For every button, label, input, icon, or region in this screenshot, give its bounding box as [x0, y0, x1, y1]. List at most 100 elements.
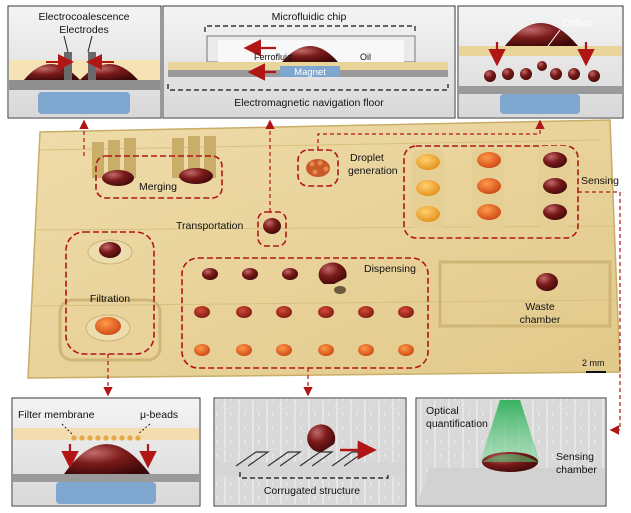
droplet-cluster-dot [317, 160, 323, 166]
filtered-droplet [64, 444, 150, 474]
electrode-right [88, 52, 96, 80]
dispensed-droplet [398, 306, 414, 318]
filter-droplet [99, 242, 121, 258]
dispensed-droplet [194, 306, 210, 318]
beam-cap [482, 454, 538, 462]
optical-panel: Optical quantification Sensing chamber [415, 397, 607, 507]
sensing-label: Sensing [581, 175, 619, 187]
droplet-cluster-dot [312, 169, 318, 175]
beads-pointer [137, 423, 151, 435]
dispensing-ridge [334, 286, 346, 294]
merging-channel [172, 138, 184, 178]
sensing-droplet [477, 204, 501, 220]
sensing-droplet [416, 154, 440, 170]
magnet-block [38, 92, 130, 114]
merging-channel [204, 136, 216, 178]
microbead [127, 435, 133, 441]
transportation-module: Transportation [176, 211, 287, 247]
transportation-label: Transportation [176, 220, 243, 232]
ferrofluid-label: Ferrofluid [254, 52, 292, 62]
sensing-droplet [416, 206, 440, 222]
floor-layer [9, 80, 160, 90]
droplet-gen-label-1: Droplet [350, 152, 384, 164]
microbead [119, 435, 125, 441]
corrugated-panel: Corrugated structure [213, 397, 407, 507]
daughter-droplet [520, 68, 532, 80]
leader-sensing [578, 191, 621, 435]
dispensing-label: Dispensing [364, 263, 416, 275]
orifice-plate [459, 46, 622, 56]
floor-layer [459, 86, 622, 94]
magnet-bar [280, 66, 340, 77]
waste-label-2: chamber [520, 314, 561, 326]
waste-module: Waste chamber [520, 273, 561, 326]
optical-floor [417, 468, 605, 505]
transport-droplet [263, 218, 281, 234]
merging-channel [188, 136, 200, 178]
merging-module: Merging [95, 155, 223, 199]
waste-droplet [536, 273, 558, 291]
dispensed-droplet [358, 306, 374, 318]
filtration-box [65, 231, 155, 355]
daughter-droplet [484, 70, 496, 82]
daughter-droplet [568, 68, 580, 80]
droplet-cluster-dot [309, 161, 315, 167]
droplet-cluster-dot [323, 166, 329, 172]
filter-membrane-layer [13, 428, 199, 440]
sensing-droplet [416, 180, 440, 196]
merging-channel [108, 140, 120, 178]
dispensed-droplet [276, 344, 292, 356]
electrode-pointer [63, 35, 93, 53]
dispensed-droplet [194, 344, 210, 356]
corrugated-droplet [307, 424, 336, 452]
corrugated-base [215, 462, 405, 476]
orifice-pointer [547, 29, 561, 47]
microbead [71, 435, 77, 441]
dispensed-droplet [318, 306, 334, 318]
daughter-droplet [550, 68, 562, 80]
microbead [87, 435, 93, 441]
sensing-droplet [543, 204, 567, 220]
electrode-left [64, 52, 72, 80]
dispensing-module: Dispensing [181, 257, 429, 369]
sensing-droplet [543, 178, 567, 194]
sensing-chamber-label-2: chamber [556, 464, 597, 476]
electrocoalescence-panel: Electrocoalescence Electrodes [7, 5, 162, 119]
microbead [79, 435, 85, 441]
oil-label: Oil [360, 52, 371, 62]
sensing-droplet [543, 152, 567, 168]
dispensed-droplet [358, 344, 374, 356]
microbead [111, 435, 117, 441]
electrodes-label: Electrodes [59, 24, 109, 36]
merging-channel [124, 138, 136, 178]
waste-label-1: Waste [525, 301, 555, 313]
leader-droplet-gen [317, 119, 545, 150]
sensing-chamber-label-1: Sensing [556, 451, 594, 463]
magnet-block [500, 94, 580, 114]
microbead [103, 435, 109, 441]
droplet-gen-label-2: generation [348, 165, 398, 177]
orifice-label: Orifice [562, 17, 592, 29]
daughter-droplet [502, 68, 514, 80]
magnet-block [56, 482, 156, 504]
microbead [95, 435, 101, 441]
microfluidic-panel: Microfluidic chip Ferrofluid Oil Magnet … [162, 5, 456, 119]
dispensed-droplet [282, 268, 298, 280]
chip-channel [438, 260, 612, 328]
scale-bar: 2 mm [582, 358, 606, 373]
magnet-label: Magnet [294, 67, 326, 78]
transportation-box [257, 211, 287, 247]
floor-layer [13, 474, 199, 482]
dispensed-droplet [236, 344, 252, 356]
merging-droplet [102, 170, 134, 186]
dispensed-droplet [398, 344, 414, 356]
filter-panel: Filter membrane μ-beads [11, 397, 201, 507]
beads-label: μ-beads [140, 409, 178, 421]
electrocoalescence-title: Electrocoalescence [38, 11, 129, 23]
floor-bracket [167, 84, 449, 91]
sensing-droplet [477, 178, 501, 194]
filter-membrane-label: Filter membrane [18, 409, 95, 421]
dispensed-droplet [318, 344, 334, 356]
floor-label: Electromagnetic navigation floor [234, 97, 384, 109]
